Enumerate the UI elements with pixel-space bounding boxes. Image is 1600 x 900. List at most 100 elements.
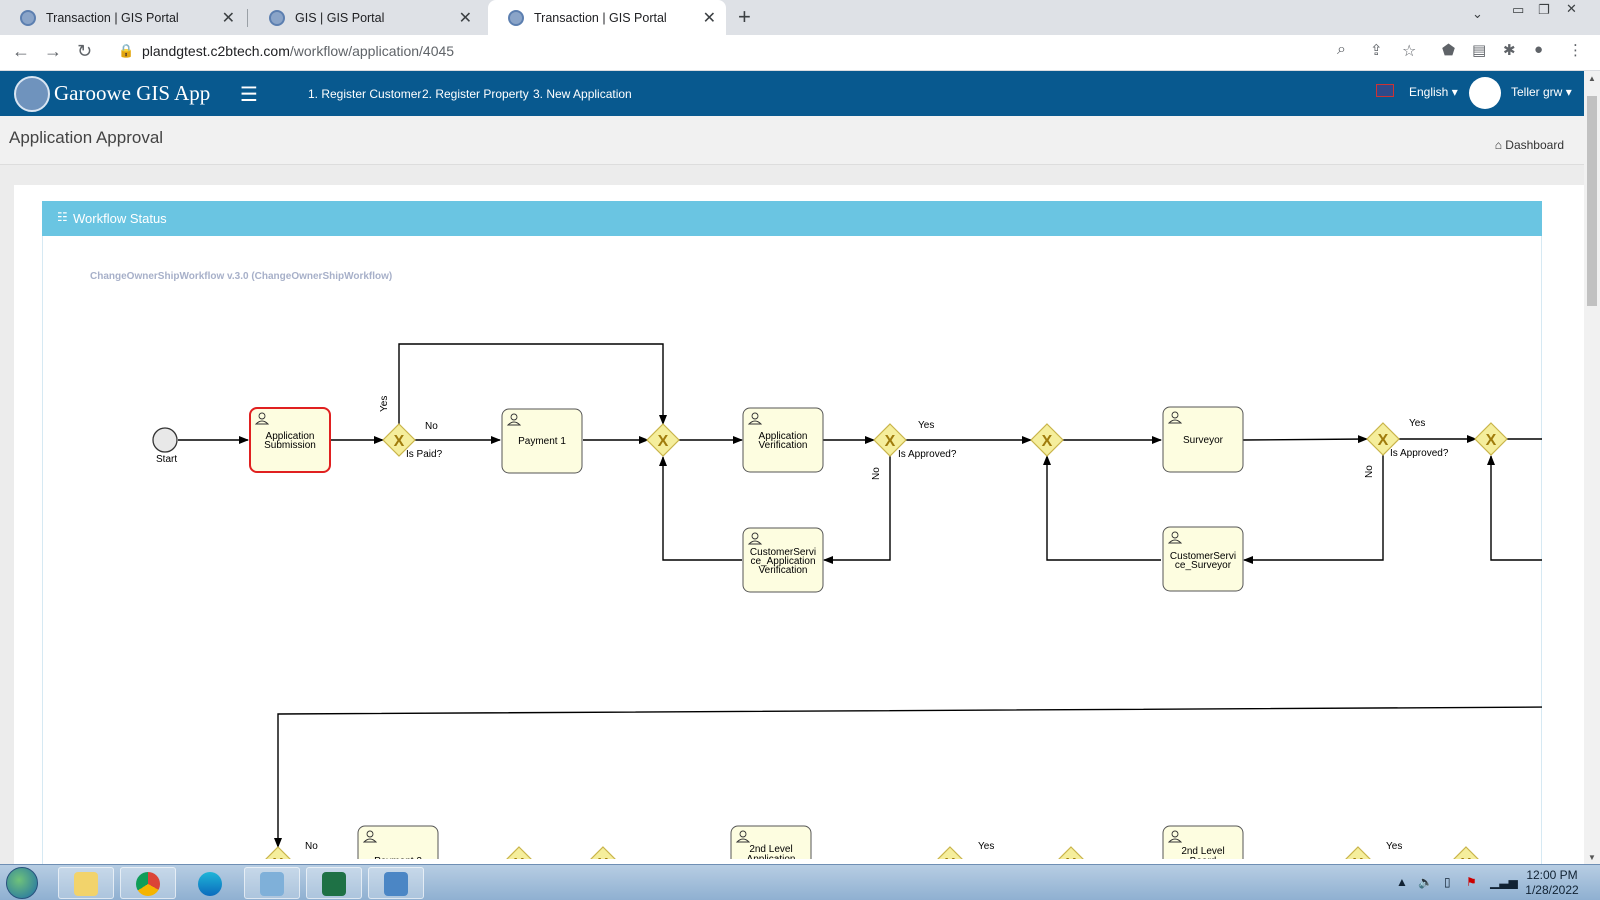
- gateway-row2-4[interactable]: [934, 846, 966, 879]
- gateway-x-icon: X: [1042, 433, 1053, 450]
- close-tab-icon[interactable]: ✕: [702, 9, 716, 27]
- taskbar-chrome[interactable]: [120, 867, 176, 899]
- language-dropdown[interactable]: English ▾: [1409, 85, 1458, 99]
- app-logo[interactable]: [14, 76, 50, 112]
- taskbar-edge[interactable]: [182, 867, 238, 899]
- home-icon: ⌂: [1494, 138, 1502, 152]
- breadcrumb[interactable]: ⌂ Dashboard: [1495, 138, 1564, 152]
- gateway-x-icon: X: [945, 856, 956, 873]
- gateway-merge-3[interactable]: [1474, 422, 1508, 456]
- gateway-row2-6[interactable]: [1342, 846, 1374, 879]
- gateway-row2-5[interactable]: [1055, 846, 1087, 879]
- share-icon[interactable]: ⇪: [1370, 42, 1383, 59]
- gateway-row2-2[interactable]: [503, 846, 535, 879]
- page-header: Application Approval ⌂ Dashboard: [0, 116, 1584, 165]
- taskbar-app-blue[interactable]: [244, 867, 300, 899]
- restore-icon[interactable]: ❐: [1538, 2, 1550, 17]
- lock-icon[interactable]: 🔒: [118, 43, 135, 58]
- taskbar-explorer[interactable]: [58, 867, 114, 899]
- windows-start-icon[interactable]: [6, 867, 38, 899]
- gateway-x-icon: X: [514, 856, 525, 873]
- extensions-puzzle-icon[interactable]: ✱: [1503, 42, 1516, 59]
- gateway-is-approved-2[interactable]: [1366, 422, 1400, 456]
- volume-icon[interactable]: 🔈: [1418, 875, 1433, 889]
- folder-icon: [74, 872, 98, 896]
- gateway-merge-2[interactable]: [1030, 423, 1064, 457]
- taskbar-excel[interactable]: [306, 867, 362, 899]
- browser-tab-3[interactable]: Transaction | GIS Portal ✕: [488, 0, 726, 35]
- breadcrumb-dashboard[interactable]: Dashboard: [1505, 138, 1564, 152]
- scroll-up-icon[interactable]: ▲: [1588, 74, 1596, 83]
- avatar[interactable]: [1469, 77, 1501, 109]
- gateway-x-icon: X: [1353, 856, 1364, 873]
- user-task-icon: [254, 412, 270, 425]
- user-task-icon: [506, 413, 522, 426]
- start-label: Start: [156, 454, 177, 465]
- zoom-icon[interactable]: ⌕: [1337, 41, 1346, 58]
- user-task-icon: [747, 532, 763, 545]
- task-payment-2[interactable]: [357, 825, 439, 890]
- task-application-verification[interactable]: [742, 407, 824, 473]
- show-hidden-icons-icon[interactable]: ▲: [1396, 875, 1408, 889]
- browser-tab-2[interactable]: GIS | GIS Portal ✕: [249, 0, 482, 35]
- start-event[interactable]: [152, 427, 178, 453]
- gateway-row2-7[interactable]: [1450, 846, 1482, 879]
- task-2nd-level-b[interactable]: [1162, 825, 1244, 890]
- clipboard-icon[interactable]: ▤: [1472, 42, 1487, 59]
- flow-label-yes: Yes: [978, 841, 994, 852]
- task-surveyor[interactable]: [1162, 406, 1244, 473]
- gateway-row2-3[interactable]: [587, 846, 619, 879]
- forward-icon[interactable]: →: [44, 41, 62, 61]
- user-dropdown[interactable]: Teller grw ▾: [1511, 85, 1572, 99]
- taskbar-photos[interactable]: [368, 867, 424, 899]
- signal-icon[interactable]: ▁▃▅: [1490, 875, 1518, 889]
- close-tab-icon[interactable]: ✕: [458, 9, 472, 27]
- close-tab-icon[interactable]: ✕: [221, 9, 235, 27]
- vertical-scrollbar[interactable]: ▲ ▼: [1584, 71, 1600, 865]
- gis-favicon-icon: [20, 9, 36, 26]
- battery-icon[interactable]: ▯: [1444, 875, 1451, 889]
- system-clock[interactable]: 12:00 PM 1/28/2022: [1520, 868, 1584, 898]
- scroll-down-icon[interactable]: ▼: [1588, 853, 1596, 862]
- task-cs-surveyor[interactable]: [1162, 526, 1244, 592]
- minimize-icon[interactable]: ▭: [1512, 2, 1525, 17]
- network-error-icon[interactable]: ⚑: [1466, 875, 1477, 889]
- tab-search-icon[interactable]: ⌄: [1472, 6, 1483, 21]
- url-text[interactable]: plandgtest.c2btech.com/workflow/applicat…: [142, 43, 455, 59]
- nav-register-property[interactable]: 2. Register Property: [422, 87, 529, 101]
- gateway-row2-1[interactable]: [262, 846, 294, 879]
- gateway-is-paid[interactable]: [382, 423, 416, 457]
- flow-label-no: No: [1364, 465, 1375, 478]
- gateway-merge-1[interactable]: [646, 423, 680, 457]
- task-application-submission[interactable]: [249, 407, 331, 473]
- extension-shield-icon[interactable]: ⬟: [1442, 42, 1456, 59]
- close-window-icon[interactable]: ✕: [1566, 1, 1577, 16]
- new-tab-icon[interactable]: +: [738, 4, 751, 29]
- task-2nd-level-application[interactable]: [730, 825, 812, 890]
- nav-new-application[interactable]: 3. New Application: [533, 87, 632, 101]
- hamburger-menu-icon[interactable]: ☰: [240, 84, 258, 106]
- gateway-x-icon: X: [885, 433, 896, 450]
- flow-label-yes: Yes: [1386, 841, 1402, 852]
- reload-icon[interactable]: ↻: [77, 41, 93, 61]
- browser-tab-1[interactable]: Transaction | GIS Portal ✕: [0, 0, 245, 35]
- scrollbar-thumb[interactable]: [1587, 96, 1597, 306]
- browser-tab-strip: Transaction | GIS Portal ✕ GIS | GIS Por…: [0, 0, 1600, 35]
- profile-icon[interactable]: ●: [1534, 41, 1544, 58]
- user-task-icon: [1167, 830, 1183, 843]
- gateway-is-approved-1[interactable]: [873, 423, 907, 457]
- flow-label-yes: Yes: [918, 420, 934, 431]
- back-icon[interactable]: ←: [12, 41, 30, 61]
- task-label: Verification: [759, 565, 808, 576]
- bookmark-star-icon[interactable]: ☆: [1402, 43, 1417, 60]
- nav-register-customer[interactable]: 1. Register Customer: [308, 87, 422, 101]
- browser-toolbar: ← → ↻ 🔒 plandgtest.c2btech.com/workflow/…: [0, 35, 1600, 71]
- uk-flag-icon[interactable]: [1376, 84, 1394, 97]
- task-payment-1[interactable]: [501, 408, 583, 474]
- app-brand[interactable]: Garoowe GIS App: [54, 81, 211, 105]
- task-cs-application-verification[interactable]: [742, 527, 824, 593]
- gateway-x-icon: X: [1378, 432, 1389, 449]
- address-bar[interactable]: [110, 39, 1375, 67]
- menu-kebab-icon[interactable]: ⋮: [1568, 42, 1583, 59]
